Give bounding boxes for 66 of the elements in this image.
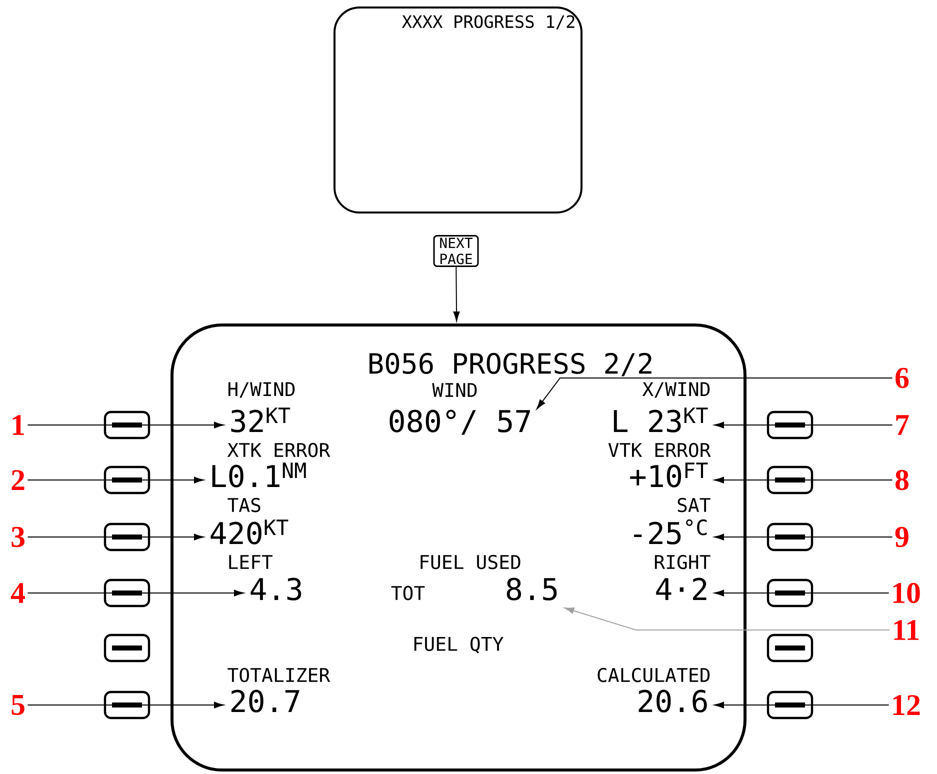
callout-number: 3 <box>12 526 24 548</box>
display-value: 32$^{KT}$ <box>231 408 290 432</box>
leader-arrow <box>714 590 890 596</box>
field-label: CALCULATED <box>598 668 710 682</box>
next-page-key: NEXT PAGE <box>433 235 479 267</box>
display-value: +10$^{FT}$ <box>630 462 708 488</box>
leader-arrow <box>27 422 224 428</box>
field-label: VTK ERROR <box>608 442 711 458</box>
display-value: 8.5 <box>506 578 557 600</box>
field-label: TOT <box>391 586 425 600</box>
line-select-key <box>766 690 814 720</box>
leader-arrow <box>27 702 224 708</box>
leader-arrow <box>27 590 244 596</box>
field-label: WIND <box>432 383 477 397</box>
display-value: 20.6 <box>638 690 707 712</box>
display-value: 420$^{KT}$ <box>210 520 288 544</box>
callout-number: 9 <box>895 526 908 548</box>
line-select-key <box>766 522 814 552</box>
display-value: L0.1$^{NM}$ <box>212 462 306 488</box>
field-label: RIGHT <box>654 554 710 570</box>
page-title: XXXX PROGRESS 1/2 <box>402 15 574 30</box>
field-label: XTK ERROR <box>227 442 330 458</box>
display-value: -25$^{°C}$ <box>634 519 707 544</box>
line-select-key <box>766 466 814 494</box>
callout-number: 1 <box>12 415 24 435</box>
leader-arrow <box>536 378 893 410</box>
line-select-key <box>104 690 150 720</box>
leader-arrow <box>564 607 890 630</box>
field-label: X/WIND <box>642 382 710 398</box>
display-value: 4·2 <box>656 578 706 600</box>
callout-number: 4 <box>10 583 25 603</box>
display-value: 4.3 <box>250 578 302 600</box>
line-select-key <box>766 410 814 440</box>
field-label: H/WIND <box>228 382 295 398</box>
callout-number: 11 <box>894 620 919 640</box>
line-select-key <box>104 410 150 440</box>
field-label: FUEL USED <box>420 554 520 570</box>
callout-number: 7 <box>896 415 909 435</box>
display-value: 20.7 <box>231 690 300 712</box>
line-select-key <box>104 466 150 494</box>
callout-number: 5 <box>12 695 24 715</box>
display-value: 080°/ 57 <box>390 410 530 435</box>
leader-arrow <box>27 476 204 484</box>
display-value: L 23$^{KT}$ <box>614 408 708 432</box>
leader-arrow <box>453 266 460 322</box>
leader-arrow <box>27 534 204 540</box>
line-select-key <box>104 522 150 552</box>
line-select-key <box>766 578 814 608</box>
line-select-key <box>766 634 814 662</box>
field-label: LEFT <box>229 555 272 569</box>
callout-number: 2 <box>12 470 24 490</box>
field-label: TOTALIZER <box>228 668 330 682</box>
leader-arrow <box>714 422 893 428</box>
leader-arrow <box>714 534 893 540</box>
line-select-key <box>104 578 150 608</box>
callout-number: 12 <box>893 695 920 715</box>
page-title: B056 PROGRESS 2/2 <box>370 352 652 376</box>
callout-number: 6 <box>896 368 909 388</box>
field-label: SAT <box>678 498 710 512</box>
callout-number: 8 <box>896 470 909 490</box>
leader-arrow <box>714 476 893 484</box>
line-select-key <box>104 634 150 662</box>
callout-number: 10 <box>893 582 920 604</box>
leader-arrow <box>714 702 890 708</box>
field-label: TAS <box>228 498 260 512</box>
field-label: FUEL QTY <box>414 636 504 654</box>
